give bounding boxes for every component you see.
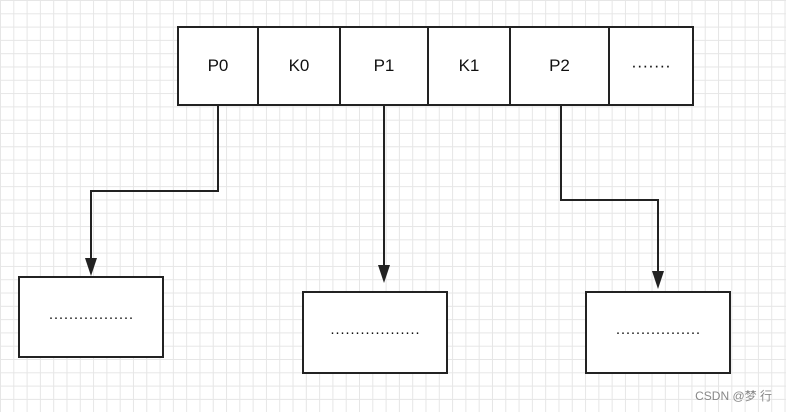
watermark: CSDN @梦 行	[695, 389, 772, 403]
arrow-p0-to-child-1	[90, 106, 219, 262]
child-node-2-label: ··················	[330, 324, 420, 341]
child-node-3-label: ·················	[615, 324, 701, 341]
child-node-1-label: ·················	[48, 308, 134, 326]
node-cell-p2: P2	[509, 26, 610, 106]
child-node-3: ·················	[585, 291, 731, 374]
child-node-1: ·················	[18, 276, 164, 358]
node-cell-ellipsis: ·······	[608, 26, 694, 106]
arrow-p2-to-child-3	[560, 106, 659, 272]
node-cell-p1: P1	[339, 26, 429, 106]
node-cell-k1: K1	[427, 26, 511, 106]
node-cell-k0: K0	[257, 26, 341, 106]
child-node-2: ··················	[302, 291, 448, 374]
node-cell-p0: P0	[177, 26, 259, 106]
